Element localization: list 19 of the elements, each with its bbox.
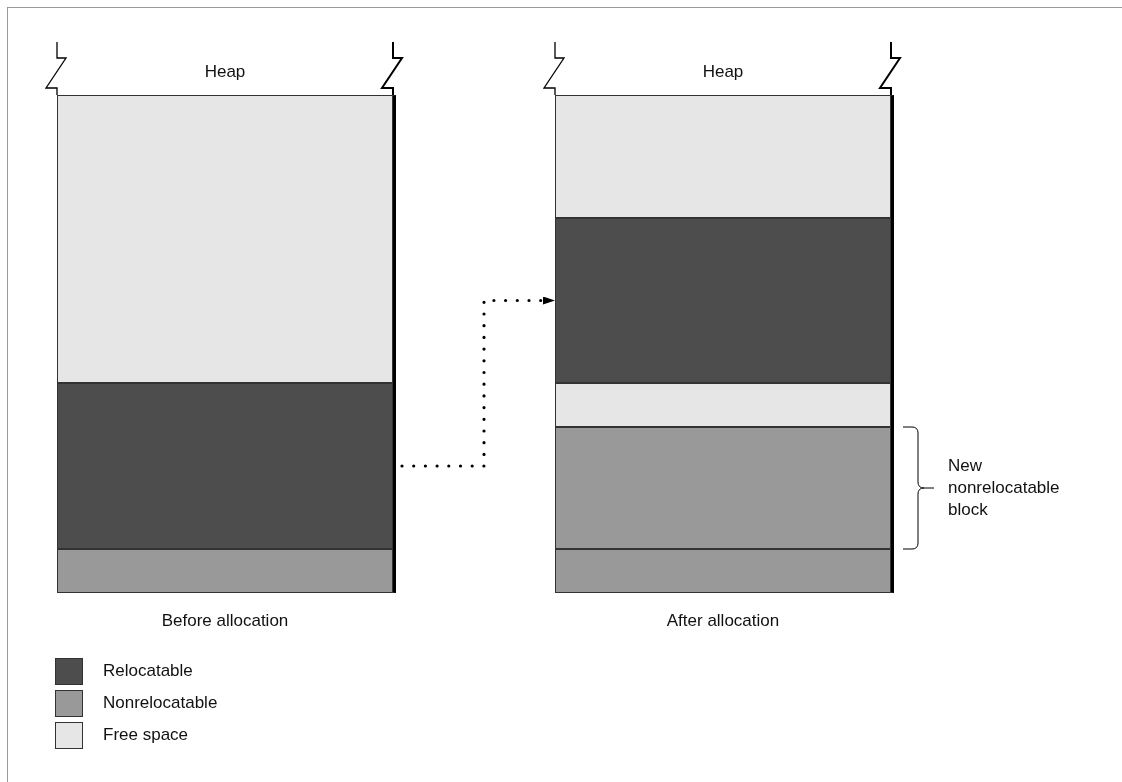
free-space-block: [555, 95, 891, 218]
column-caption: After allocation: [665, 612, 781, 629]
relocatable-block: [57, 383, 393, 549]
nonrelocatable-block: [555, 427, 891, 549]
relocatable-block: [555, 218, 891, 383]
legend-label: Nonrelocatable: [103, 692, 218, 715]
heap-heading: Heap: [203, 63, 247, 80]
annotation-text: New nonrelocatable block: [948, 455, 1061, 521]
nonrelocatable-block: [555, 549, 891, 593]
nonrelocatable-block: [57, 549, 393, 593]
legend-label: Free space: [103, 724, 189, 747]
heap-column: [555, 95, 894, 593]
free-space-block: [57, 95, 393, 383]
dotted-arrow: [400, 296, 555, 468]
heap-column: [57, 95, 396, 593]
column-caption: Before allocation: [160, 612, 290, 629]
legend-label: Relocatable: [103, 660, 193, 683]
free-space-block: [555, 383, 891, 427]
heap-heading: Heap: [701, 63, 745, 80]
